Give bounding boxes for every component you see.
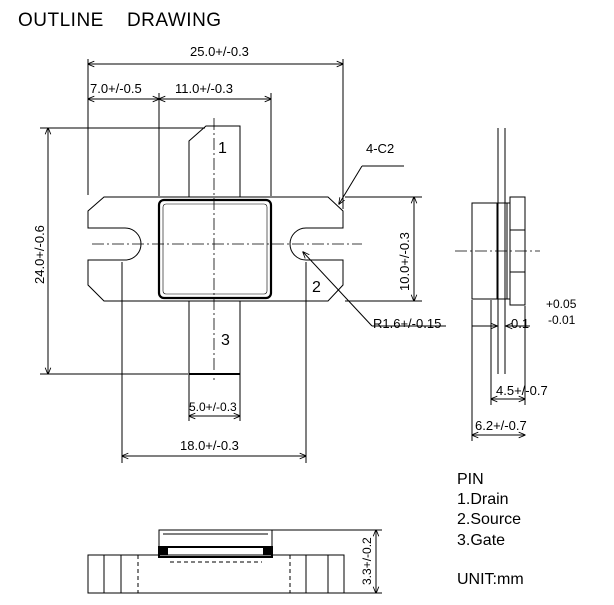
dim-lead-thickness: 0.1: [511, 316, 529, 331]
legend-item-drain: 1.Drain: [457, 491, 509, 508]
dim-hole-spacing: 18.0+/-0.3: [180, 438, 239, 453]
dim-overall-width: 25.0+/-0.3: [190, 44, 249, 59]
pin-legend: PIN 1.Drain 2.Source 3.Gate UNIT:mm: [457, 471, 524, 588]
dim-body-depth: 4.5+/-0.7: [496, 383, 548, 398]
gate-lead: [188, 300, 241, 375]
pin-label-2: 2: [312, 279, 321, 296]
dim-lead-width: 5.0+/-0.3: [189, 400, 237, 414]
pin-label-1: 1: [218, 140, 227, 157]
dim-tol-minus: -0.01: [548, 313, 576, 327]
side-view: 0.1 +0.05 -0.01 4.5+/-0.7 6.2+/-0.7: [455, 128, 577, 441]
legend-item-gate: 3.Gate: [457, 532, 505, 549]
legend-item-source: 2.Source: [457, 511, 521, 528]
dim-overall-height: 24.0+/-0.6: [32, 225, 47, 284]
drawing-title: OUTLINE DRAWING: [18, 10, 222, 31]
dim-center-width: 11.0+/-0.3: [175, 81, 233, 96]
legend-unit: UNIT:mm: [457, 571, 524, 588]
pin-label-3: 3: [221, 332, 230, 349]
flange-outline: [87, 196, 344, 302]
legend-heading: PIN: [457, 471, 484, 488]
dim-front-height: 3.3+/-0.2: [360, 537, 374, 585]
dim-left-offset: 7.0+/-0.5: [90, 81, 142, 96]
dim-radius: R1.6+/-0.15: [373, 316, 441, 331]
dim-tol-plus: +0.05: [546, 297, 577, 311]
top-view: 1 2 3 25.0+/-0.3 7.0+/-0.5 11.0+/-0.3 24…: [32, 44, 446, 463]
front-view: 3.3+/-0.2: [87, 529, 382, 593]
package-body: [157, 198, 273, 300]
dim-total-depth: 6.2+/-0.7: [475, 418, 527, 433]
dim-chamfer: 4-C2: [366, 141, 394, 156]
drain-lead: [188, 125, 241, 197]
front-body: [158, 529, 273, 556]
dim-ear-height: 10.0+/-0.3: [397, 232, 412, 291]
